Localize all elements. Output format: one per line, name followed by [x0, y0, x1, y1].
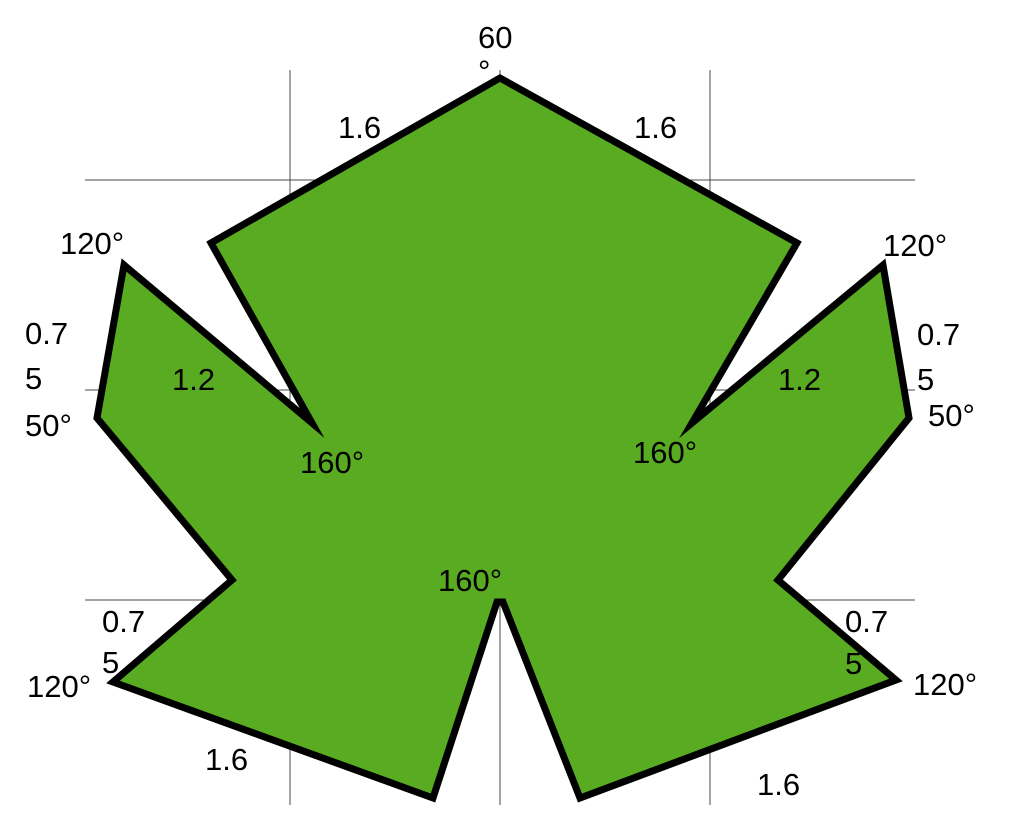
lower-left-tip-angle-label: 120° [27, 669, 91, 704]
right-short-side-label-cont: 5 [917, 362, 934, 397]
right-tip-angle-label: 120° [883, 228, 947, 263]
left-mid-side-label: 1.2 [172, 362, 215, 397]
bottom-notch-angle-label: 160° [438, 563, 502, 598]
top-right-side-label: 1.6 [634, 110, 677, 145]
labels: 60 ° 1.6 1.6 120° 120° 0.7 5 0.7 5 1.2 1… [25, 20, 977, 802]
left-short-side-label-cont: 5 [25, 361, 42, 396]
top-angle-degree: ° [478, 54, 490, 89]
left-outer-angle-label: 50° [25, 408, 72, 443]
lower-right-short-side-label: 0.7 [845, 604, 888, 639]
bottom-right-side-label: 1.6 [757, 767, 800, 802]
top-angle-label: 60 [478, 20, 512, 55]
bottom-left-side-label: 1.6 [205, 742, 248, 777]
right-notch-angle-label: 160° [633, 435, 697, 470]
lower-left-short-side-label: 0.7 [102, 604, 145, 639]
top-left-side-label: 1.6 [338, 110, 381, 145]
right-mid-side-label: 1.2 [778, 362, 821, 397]
left-notch-angle-label: 160° [300, 445, 364, 480]
left-short-side-label: 0.7 [25, 316, 68, 351]
lower-right-short-side-label-cont: 5 [845, 646, 862, 681]
right-outer-angle-label: 50° [928, 398, 975, 433]
lower-right-tip-angle-label: 120° [913, 667, 977, 702]
leaf-shape [93, 73, 913, 803]
left-tip-angle-label: 120° [60, 226, 124, 261]
right-short-side-label: 0.7 [917, 317, 960, 352]
lower-left-short-side-label-cont: 5 [102, 645, 119, 680]
